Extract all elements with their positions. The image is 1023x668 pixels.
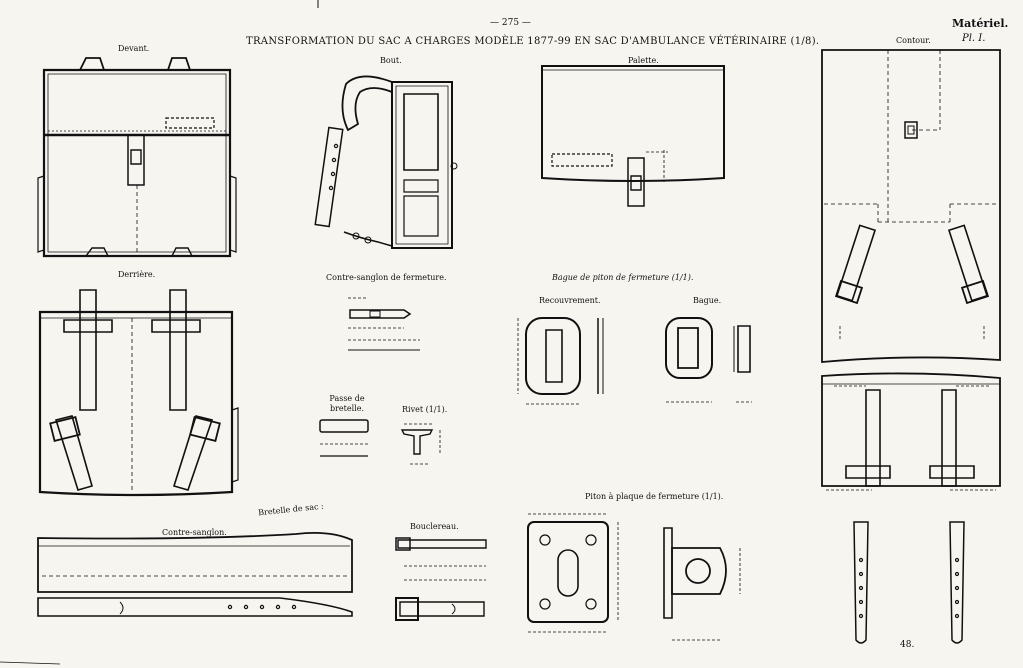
sheet-number: 48. [900,640,915,650]
label-recouvrement: Recouvrement. [539,296,601,305]
palette-drawing [542,66,724,206]
label-contre-sanglon: Contre-sanglon. [162,528,227,537]
label-contre-sanglon-fermeture: Contre-sanglon de fermeture. [326,273,447,282]
piton-plate-drawing [528,514,740,640]
label-rivet: Rivet (1/1). [402,405,448,414]
label-bouclereau: Bouclereau. [410,522,459,531]
plate-title: TRANSFORMATION DU SAC A CHARGES MODÈLE 1… [246,36,820,47]
category-label: Matériel. [952,17,1009,30]
label-bout: Bout. [380,56,402,65]
contour-drawing [822,50,1000,643]
label-passe-bretelle: Passe de bretelle. [329,394,365,413]
label-derriere: Derrière. [118,270,156,279]
strap-loop-and-rivet [320,420,440,464]
shoulder-strap-drawing [38,533,352,616]
bag-front-view [38,58,236,256]
bag-end-view [315,76,457,248]
label-piton-plaque: Piton à plaque de fermeture (1/1). [585,492,724,501]
page-number: — 275 — [490,18,531,28]
plate-number: Pl. I. [962,33,986,44]
buckle-tab-drawing [396,538,486,620]
label-palette: Palette. [628,56,659,65]
label-devant: Devant. [118,44,150,53]
closing-strap-drawing [348,298,420,350]
bag-back-view [40,290,238,495]
label-bague: Bague. [693,296,722,305]
label-bague-piton: Bague de piton de fermeture (1/1). [552,273,694,282]
label-contour: Contour. [896,36,931,45]
piton-ring-drawings [518,318,752,404]
